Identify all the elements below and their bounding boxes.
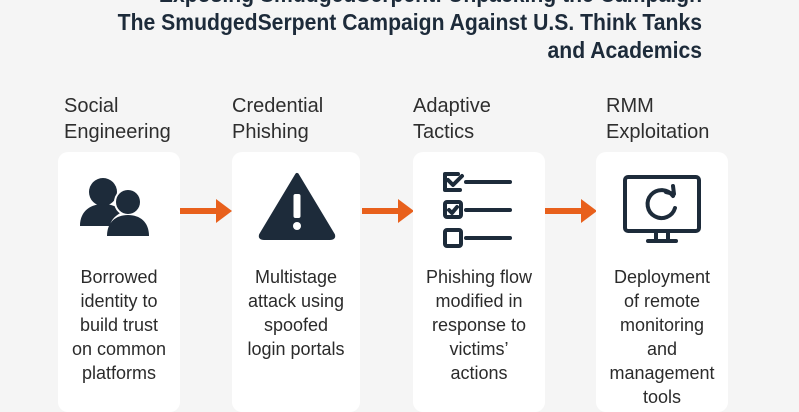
arrow-1-icon <box>180 199 232 223</box>
users-icon <box>80 178 149 236</box>
step-4-label: RMM Exploitation <box>606 93 709 145</box>
arrow-2-icon <box>362 199 414 223</box>
step-4-label-line-1: RMM <box>606 95 654 117</box>
step-3-label: Adaptive Tactics <box>413 93 491 145</box>
step-2-description: Multistage attack using spoofed login po… <box>247 267 345 359</box>
step-1-label: Social Engineering <box>64 93 171 145</box>
step-1-label-line-2: Engineering <box>64 121 171 143</box>
checklist-icon <box>443 172 512 248</box>
step-1-description: Borrowed identity to build trust on comm… <box>71 267 167 383</box>
step-3-card <box>413 152 545 412</box>
step-4-description: Deployment of remote monitoring and mana… <box>609 267 715 407</box>
monitor-refresh-icon <box>623 175 701 243</box>
step-4-card <box>596 152 728 412</box>
step-3-label-line-1: Adaptive <box>413 95 491 117</box>
title-line-cropped: Exposing SmudgedSerpent: Unpacking the C… <box>56 0 702 9</box>
step-3-description: Phishing flow modified in response to vi… <box>425 267 533 383</box>
step-2-label-line-2: Phishing <box>232 121 309 143</box>
step-2-label: Credential Phishing <box>232 93 323 145</box>
step-4-label-line-2: Exploitation <box>606 121 710 143</box>
step-1-label-line-1: Social <box>64 95 119 117</box>
arrow-3-icon <box>545 199 597 223</box>
warning-icon <box>258 173 336 240</box>
step-3-label-line-2: Tactics <box>413 121 475 143</box>
title-line-2: and Academics <box>547 37 702 63</box>
step-2-label-line-1: Credential <box>232 95 324 117</box>
title-line-1: The SmudgedSerpent Campaign Against U.S.… <box>117 9 703 35</box>
